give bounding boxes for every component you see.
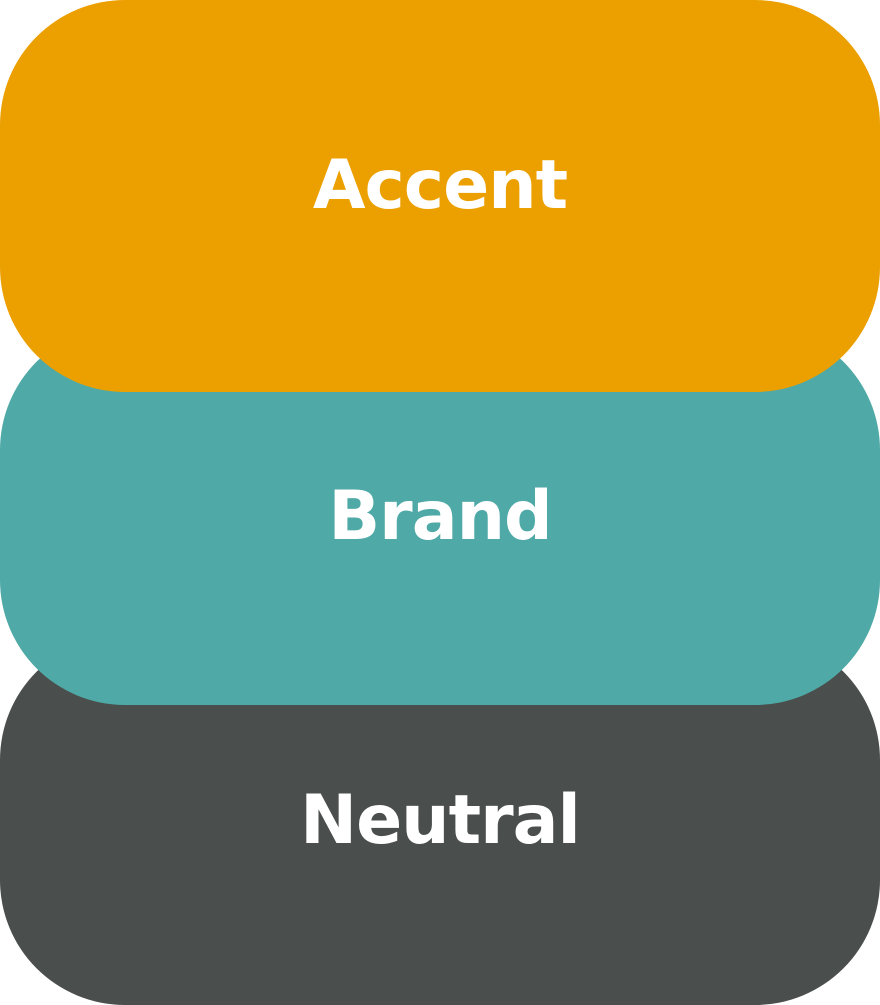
accent-layer-block: Accent bbox=[0, 0, 880, 392]
brand-layer-label: Brand bbox=[328, 477, 552, 556]
neutral-layer-label: Neutral bbox=[300, 781, 581, 860]
accent-layer-label: Accent bbox=[312, 146, 568, 225]
